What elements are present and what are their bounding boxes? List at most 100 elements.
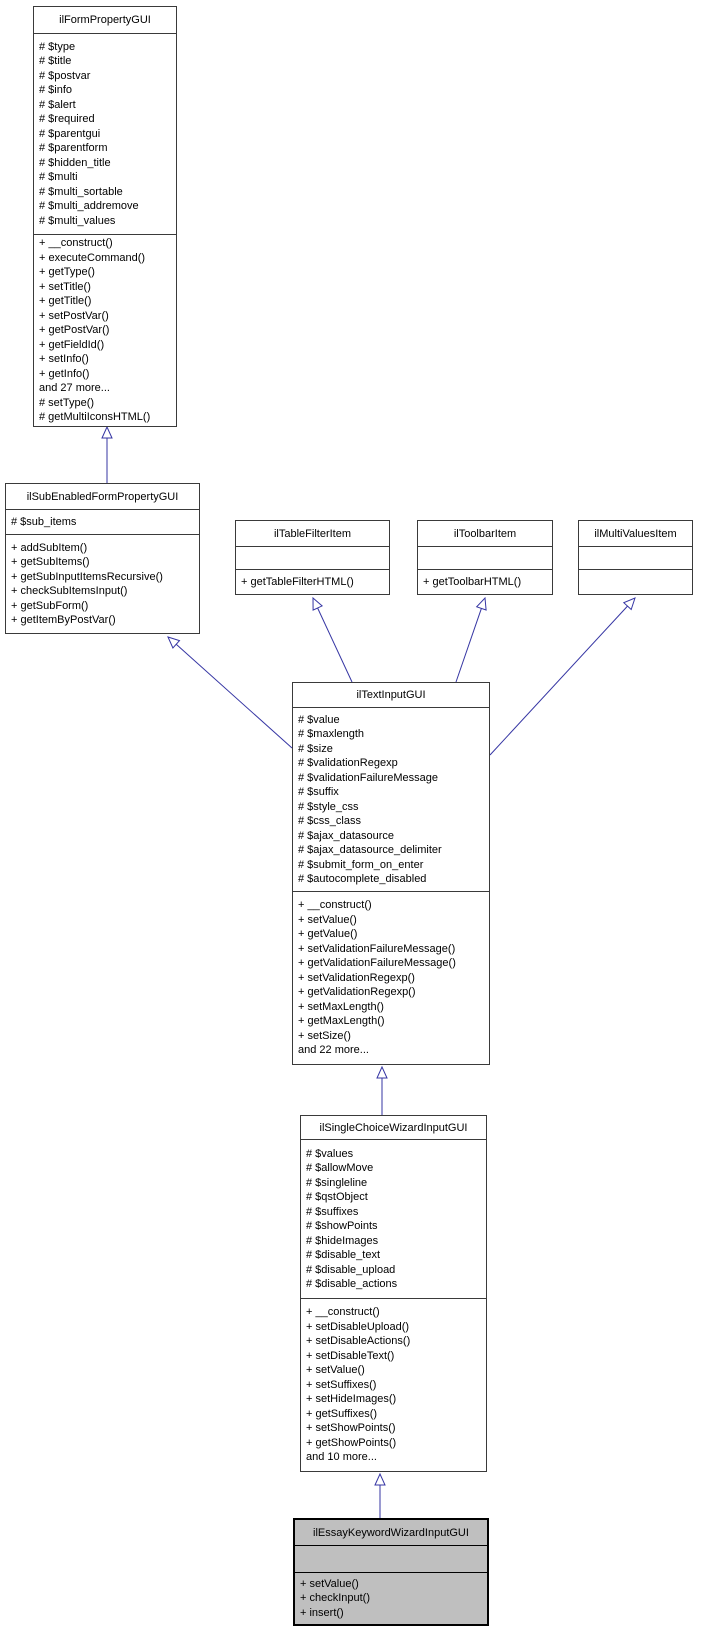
class-attribute: # $allowMove	[306, 1162, 374, 1174]
class-attribute: # $disable_upload	[306, 1263, 396, 1276]
class-method: + getValidationRegexp()	[298, 986, 416, 999]
class-method: + getSubInputItemsRecursive()	[11, 570, 163, 583]
class-attribute: # $singleline	[306, 1176, 368, 1189]
class-attribute: # $hideImages	[306, 1234, 379, 1247]
class-attribute: # $suffixes	[306, 1205, 359, 1218]
class-method: + getShowPoints()	[306, 1436, 397, 1449]
class-method: # setType()	[39, 396, 95, 409]
class-method: + getSubForm()	[11, 599, 89, 612]
class-method: + __construct()	[39, 237, 113, 250]
class-method: + setTitle()	[39, 280, 91, 293]
class-box-ilmultivaluesitem[interactable]: ilMultiValuesItem	[578, 520, 693, 595]
class-attribute: # $ajax_datasource	[298, 829, 395, 842]
class-attribute: # $values	[306, 1147, 354, 1160]
class-attribute: # $hidden_title	[39, 156, 111, 169]
class-methods: + addSubItem() + getSubItems() + getSubInp…	[6, 534, 199, 633]
class-methods	[579, 569, 692, 594]
class-box-ilessaykeywordwizardinputgui[interactable]: ilEssayKeywordWizardInputGUI + setValue(…	[293, 1518, 489, 1626]
inheritance-arrow-textinput-to-multivalues	[489, 597, 636, 756]
class-method: + getTableFilterHTML()	[241, 575, 354, 588]
class-title: ilTableFilterItem	[273, 527, 352, 540]
class-method: + __construct()	[298, 899, 372, 912]
class-method: + setPostVar()	[39, 309, 109, 322]
class-methods: + __construct()+ setValue()+ getValue()+…	[293, 891, 489, 1064]
class-method: + getMaxLength()	[298, 1015, 385, 1028]
class-attribute: # $maxlength	[298, 728, 365, 740]
class-title: ilSubEnabledFormPropertyGUI	[26, 490, 179, 503]
class-methods: + setValue()+ checkInput()+ insert()	[295, 1572, 487, 1624]
class-title: ilMultiValuesItem	[594, 527, 677, 540]
class-attribute: # $submit_form_on_enter	[298, 858, 424, 871]
class-method: + setSize()	[298, 1029, 351, 1042]
class-method: + setShowPoints()	[306, 1422, 396, 1435]
class-attribute: # $sub_items	[11, 515, 77, 528]
class-attribute: # $disable_actions	[306, 1278, 398, 1290]
class-attribute: # $autocomplete_disabled	[298, 873, 427, 885]
class-attribute: # $style_css	[298, 800, 359, 813]
class-title: ilFormPropertyGUI	[59, 14, 151, 26]
class-method: + checkInput()	[300, 1592, 371, 1605]
class-box-iltablefilteritem[interactable]: ilTableFilterItem + getTableFilterHTML()	[235, 520, 390, 595]
class-box-ilsinglechoicewizardinputgui[interactable]: ilSingleChoiceWizardInputGUI # $values# …	[300, 1115, 487, 1472]
class-attributes: # $values # $allowMove # $singleline # $qst…	[301, 1139, 486, 1298]
class-method: + setMaxLength()	[298, 1000, 384, 1013]
class-method: + setDisableActions()	[306, 1335, 411, 1348]
class-method: + getType()	[39, 266, 95, 279]
class-method: + getSuffixes()	[306, 1407, 378, 1420]
class-methods: + getToolbarHTML()	[418, 569, 552, 594]
class-attribute: # $parentgui	[39, 127, 101, 140]
class-method: + getItemByPostVar()	[11, 614, 116, 626]
inheritance-arrow-textinput-to-toolbar	[455, 596, 487, 683]
class-attribute: # $suffix	[298, 786, 339, 798]
class-method: + insert()	[300, 1606, 344, 1619]
class-method: + getTitle()	[39, 295, 92, 308]
inheritance-arrow-textinput-to-subenabled	[167, 636, 293, 749]
class-method: + setInfo()	[39, 353, 89, 366]
class-attribute: # $qstObject	[306, 1191, 368, 1203]
class-attribute: # $css_class	[298, 815, 361, 827]
class-attribute: # $disable_text	[306, 1249, 380, 1261]
class-attributes: # $type# $title# $postvar# $info# $alert…	[34, 33, 176, 234]
class-attribute: # $multi	[39, 171, 78, 184]
inheritance-arrow-subenabled-to-formproperty	[101, 425, 113, 483]
class-attribute: # $alert	[39, 98, 76, 111]
class-title: ilSingleChoiceWizardInputGUI	[319, 1121, 468, 1134]
class-attributes	[418, 546, 552, 569]
class-method: + setSuffixes()	[306, 1378, 377, 1391]
class-attributes: # $value# $maxlength# $size# $validation…	[293, 707, 489, 891]
class-attribute: # $parentform	[39, 142, 108, 155]
class-attribute: # $info	[39, 84, 73, 97]
class-method: + getPostVar()	[39, 324, 110, 337]
class-method: + getInfo()	[39, 367, 90, 380]
class-method: and 22 more...	[298, 1044, 369, 1057]
class-attribute: # $size	[298, 742, 333, 755]
class-attribute: # $title	[39, 55, 72, 68]
class-box-ilformpropertygui[interactable]: ilFormPropertyGUI # $type# $title# $post…	[33, 6, 177, 427]
class-methods: + __construct()+ setDisableUpload()+ set…	[301, 1298, 486, 1471]
class-method: + getToolbarHTML()	[423, 575, 522, 588]
class-attribute: # $showPoints	[306, 1220, 378, 1232]
class-method: + checkSubItemsInput()	[11, 585, 128, 597]
class-box-iltoolbaritem[interactable]: ilToolbarItem + getToolbarHTML()	[417, 520, 553, 595]
class-attribute: # $multi_addremove	[39, 200, 139, 213]
class-attributes	[579, 546, 692, 569]
class-attributes: # $sub_items	[6, 509, 199, 534]
class-method: + getSubItems()	[11, 556, 90, 568]
class-attribute: # $multi_sortable	[39, 185, 123, 198]
class-method: + setValidationRegexp()	[298, 971, 415, 984]
class-method: + addSubItem()	[11, 541, 88, 554]
class-attribute: # $validationRegexp	[298, 757, 398, 769]
class-box-iltextinputgui[interactable]: ilTextInputGUI # $value# $maxlength# $si…	[292, 682, 490, 1065]
class-method: + getValidationFailureMessage()	[298, 957, 456, 970]
inheritance-arrow-textinput-to-tablefilter	[312, 596, 353, 683]
class-attribute: # $multi_values	[39, 214, 116, 227]
class-method: + getValue()	[298, 928, 358, 941]
class-method: + __construct()	[306, 1306, 380, 1319]
class-box-ilsubenabledformpropertygui[interactable]: ilSubEnabledFormPropertyGUI # $sub_items…	[5, 483, 200, 634]
class-method: # getMultiIconsHTML()	[39, 411, 151, 424]
class-attribute: # $validationFailureMessage	[298, 771, 439, 784]
class-method: + executeCommand()	[39, 251, 146, 264]
class-method: + setHideImages()	[306, 1393, 397, 1406]
class-title: ilTextInputGUI	[356, 689, 426, 701]
